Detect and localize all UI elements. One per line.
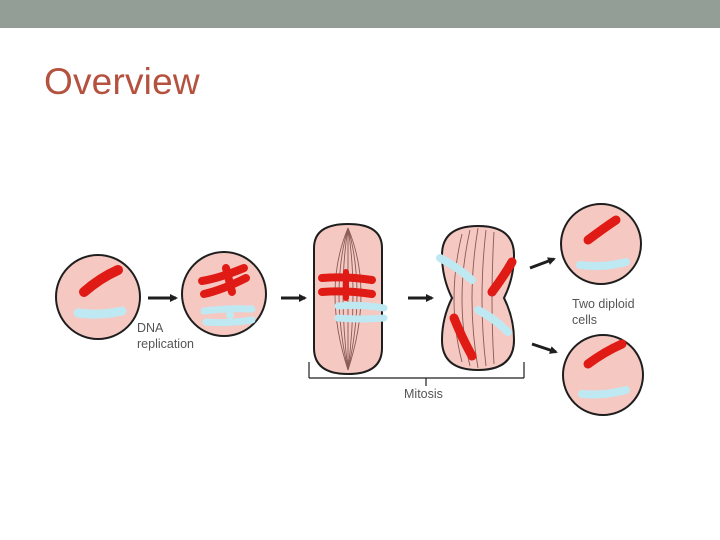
blue-chromosome-upper (436, 254, 476, 284)
blue-chromosome (578, 386, 630, 399)
red-chromosome (583, 215, 621, 245)
cell-replicated (181, 251, 267, 337)
arrow-4-upper (529, 257, 556, 270)
label-replication: replication (137, 337, 194, 351)
blue-chromosome-lower (474, 306, 512, 336)
red-chromosomes-aligned (318, 269, 376, 301)
daughter-cell-lower (562, 334, 644, 416)
red-chromosome-pair (198, 264, 250, 298)
daughter-cell-upper (560, 203, 642, 285)
red-chromosome (79, 265, 123, 297)
label-two-diploid: Two diploid (572, 297, 635, 311)
red-chromosome-lower (449, 313, 477, 361)
blue-chromosome-pair (200, 305, 256, 327)
blue-chromosome (73, 306, 127, 319)
red-chromosome-upper (487, 257, 517, 297)
cell-metaphase (313, 222, 388, 376)
red-chromosome (583, 339, 627, 369)
arrow-5-lower (531, 342, 558, 354)
slide-title: Overview (44, 61, 200, 102)
blue-chromosomes-aligned (334, 301, 388, 323)
cell-anaphase (436, 224, 517, 372)
cell-original (55, 254, 141, 340)
mitosis-bracket (308, 362, 525, 386)
label-mitosis: Mitosis (404, 387, 443, 401)
label-cells: cells (572, 313, 597, 327)
label-dna: DNA (137, 321, 164, 335)
top-bar (0, 0, 720, 28)
blue-chromosome (576, 258, 630, 270)
